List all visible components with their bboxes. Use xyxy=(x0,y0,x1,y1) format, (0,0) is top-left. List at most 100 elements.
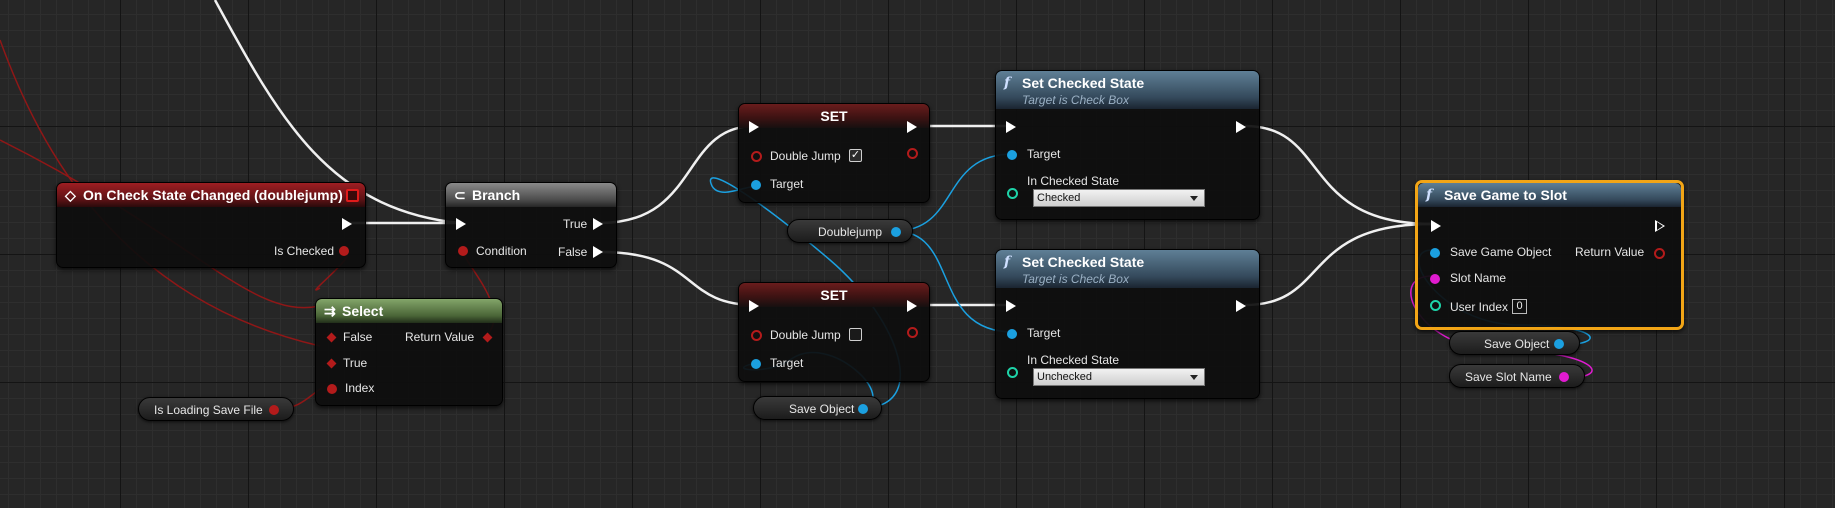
function-icon: f xyxy=(1426,187,1433,203)
branch-node-header: ⊂ Branch xyxy=(446,183,616,207)
doublejump-label: Doublejump xyxy=(818,225,883,239)
checked-state-label: In Checked State xyxy=(1027,174,1120,188)
slot-name-label: Slot Name xyxy=(1450,271,1507,285)
target-label: Target xyxy=(1027,147,1061,161)
exec-in-pin[interactable] xyxy=(749,300,759,312)
branch-node[interactable]: ⊂ Branch Condition True False xyxy=(445,182,617,268)
set-checked-state-header: f Set Checked State Target is Check Box xyxy=(996,250,1259,288)
target-pin[interactable] xyxy=(751,180,761,190)
user-index-pin[interactable] xyxy=(1430,300,1441,311)
select-node[interactable]: ⇉ Select False True Index Return Value xyxy=(315,298,503,406)
doublejump-variable[interactable]: Doublejump xyxy=(787,219,913,243)
exec-out-pin[interactable] xyxy=(342,218,352,230)
double-jump-label: Double Jump xyxy=(770,328,841,342)
set-checked-state-subtitle: Target is Check Box xyxy=(1022,272,1129,286)
user-index-label: User Index xyxy=(1450,300,1509,314)
save-slot-name-variable[interactable]: Save Slot Name xyxy=(1449,364,1585,388)
is-checked-pin[interactable] xyxy=(339,246,349,256)
condition-pin[interactable] xyxy=(458,246,468,256)
checked-state-dropdown[interactable]: Checked xyxy=(1033,189,1205,207)
set-checked-state-title: Set Checked State xyxy=(1022,75,1145,91)
set-checked-state-title: Set Checked State xyxy=(1022,254,1145,270)
save-game-object-label: Save Game Object xyxy=(1450,245,1552,259)
exec-in-pin[interactable] xyxy=(1006,300,1016,312)
exec-wire xyxy=(599,250,756,307)
select-icon: ⇉ xyxy=(324,303,336,319)
checked-state-dropdown[interactable]: Unchecked xyxy=(1033,368,1205,386)
return-value-label: Return Value xyxy=(405,330,475,344)
event-node-header: ◇ On Check State Changed (doublejump) xyxy=(57,183,365,207)
save-object-pin[interactable] xyxy=(858,404,868,414)
save-game-title: Save Game to Slot xyxy=(1444,187,1567,203)
double-jump-pin[interactable] xyxy=(751,330,762,341)
double-jump-out-pin[interactable] xyxy=(907,148,918,159)
target-pin[interactable] xyxy=(751,359,761,369)
chevron-down-icon xyxy=(1190,375,1198,380)
is-loading-pin[interactable] xyxy=(269,405,279,415)
save-slot-name-pin[interactable] xyxy=(1559,372,1569,382)
branch-node-title: Branch xyxy=(472,187,521,203)
exec-out-pin[interactable] xyxy=(907,300,917,312)
false-option-pin[interactable] xyxy=(326,332,337,343)
exec-in-pin[interactable] xyxy=(1431,220,1441,232)
slot-name-pin[interactable] xyxy=(1430,274,1440,284)
checked-state-label: In Checked State xyxy=(1027,353,1120,367)
delegate-pin-icon[interactable] xyxy=(346,189,359,202)
set-checked-state-node-2[interactable]: f Set Checked State Target is Check Box … xyxy=(995,249,1260,399)
doublejump-pin[interactable] xyxy=(891,227,901,237)
double-jump-out-pin[interactable] xyxy=(907,327,918,338)
branch-icon: ⊂ xyxy=(454,187,466,203)
save-game-to-slot-node[interactable]: f Save Game to Slot Save Game Object Ret… xyxy=(1415,180,1684,330)
target-pin[interactable] xyxy=(1007,150,1017,160)
set-node-header: SET xyxy=(739,104,929,128)
return-value-pin[interactable] xyxy=(482,332,493,343)
is-loading-save-file-variable[interactable]: Is Loading Save File xyxy=(138,397,294,421)
checked-state-value: Checked xyxy=(1037,192,1081,204)
checked-state-pin[interactable] xyxy=(1007,188,1018,199)
select-node-title: Select xyxy=(342,303,384,319)
exec-in-pin[interactable] xyxy=(749,121,759,133)
event-node-on-check-state-changed[interactable]: ◇ On Check State Changed (doublejump) Is… xyxy=(56,182,366,268)
true-exec-pin[interactable] xyxy=(593,218,603,230)
set-node-true[interactable]: SET Double Jump ✓ Target xyxy=(738,103,930,203)
set-node-false[interactable]: SET Double Jump Target xyxy=(738,282,930,382)
checked-state-pin[interactable] xyxy=(1007,367,1018,378)
true-option-label: True xyxy=(343,356,368,370)
return-value-pin[interactable] xyxy=(1654,248,1665,259)
select-node-header: ⇉ Select xyxy=(316,299,502,323)
save-game-object-pin[interactable] xyxy=(1430,248,1440,258)
save-object-label: Save Object xyxy=(1484,337,1550,351)
exec-out-pin[interactable] xyxy=(907,121,917,133)
function-icon: f xyxy=(1004,254,1011,270)
exec-in-pin[interactable] xyxy=(456,218,466,230)
set-node-title: SET xyxy=(820,108,848,124)
exec-in-pin[interactable] xyxy=(1006,121,1016,133)
save-object-pin[interactable] xyxy=(1554,339,1564,349)
target-pin[interactable] xyxy=(1007,329,1017,339)
save-object-variable-right[interactable]: Save Object xyxy=(1449,331,1580,355)
save-object-variable[interactable]: Save Object xyxy=(753,396,882,420)
return-value-label: Return Value xyxy=(1575,245,1645,259)
double-jump-checkbox[interactable] xyxy=(849,328,862,341)
exec-out-pin[interactable] xyxy=(1655,220,1665,232)
double-jump-label: Double Jump xyxy=(770,149,841,163)
set-node-header: SET xyxy=(739,283,929,307)
save-game-header: f Save Game to Slot xyxy=(1418,183,1681,207)
save-slot-name-label: Save Slot Name xyxy=(1465,370,1552,384)
set-node-title: SET xyxy=(820,287,848,303)
false-exec-pin[interactable] xyxy=(593,246,603,258)
set-checked-state-subtitle: Target is Check Box xyxy=(1022,93,1129,107)
condition-label: Condition xyxy=(476,244,527,258)
set-checked-state-node-1[interactable]: f Set Checked State Target is Check Box … xyxy=(995,70,1260,220)
double-jump-pin[interactable] xyxy=(751,151,762,162)
user-index-input[interactable]: 0 xyxy=(1512,299,1527,314)
index-pin[interactable] xyxy=(327,384,337,394)
target-label: Target xyxy=(1027,326,1061,340)
double-jump-checkbox[interactable]: ✓ xyxy=(849,149,862,162)
exec-wire xyxy=(1244,124,1433,226)
true-option-pin[interactable] xyxy=(326,358,337,369)
index-label: Index xyxy=(345,381,375,395)
exec-out-pin[interactable] xyxy=(1236,300,1246,312)
exec-out-pin[interactable] xyxy=(1236,121,1246,133)
checked-state-value: Unchecked xyxy=(1037,371,1093,383)
